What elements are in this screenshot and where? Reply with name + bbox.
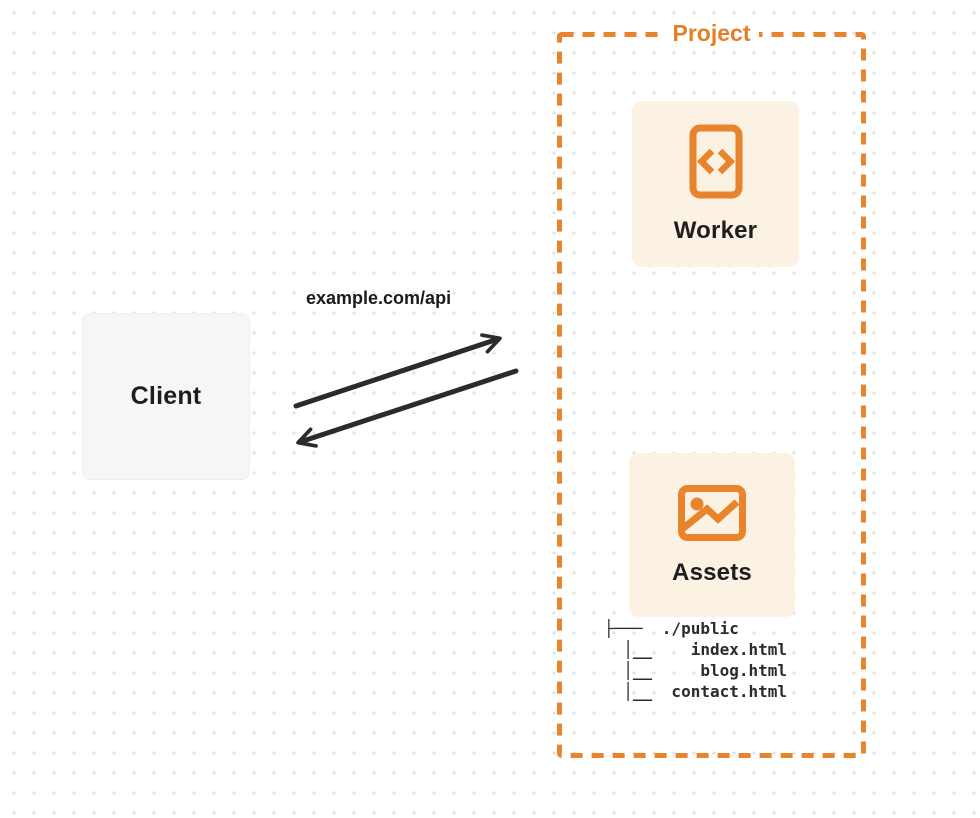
tree-line-contact: │__ contact.html [604, 682, 788, 701]
project-label-wrap: Project [559, 20, 864, 47]
tree-line-blog: │__ blog.html [604, 661, 788, 680]
response-arrow [296, 368, 519, 448]
assets-node: Assets [629, 453, 795, 617]
connection-url-label: example.com/api [306, 288, 452, 308]
client-label: Client [130, 382, 202, 410]
client-node: Client [82, 313, 250, 480]
assets-label: Assets [672, 558, 752, 586]
project-label: Project [663, 20, 760, 47]
request-arrow [293, 333, 502, 409]
image-icon [677, 484, 747, 542]
public-file-tree: ├─── ./public │__ index.html │__ blog.ht… [604, 618, 787, 702]
worker-node: Worker [632, 101, 799, 267]
worker-label: Worker [673, 217, 758, 244]
code-document-icon [688, 123, 744, 200]
tree-line-index: │__ index.html [604, 640, 788, 659]
tree-line-public: ├─── ./public [604, 619, 739, 638]
